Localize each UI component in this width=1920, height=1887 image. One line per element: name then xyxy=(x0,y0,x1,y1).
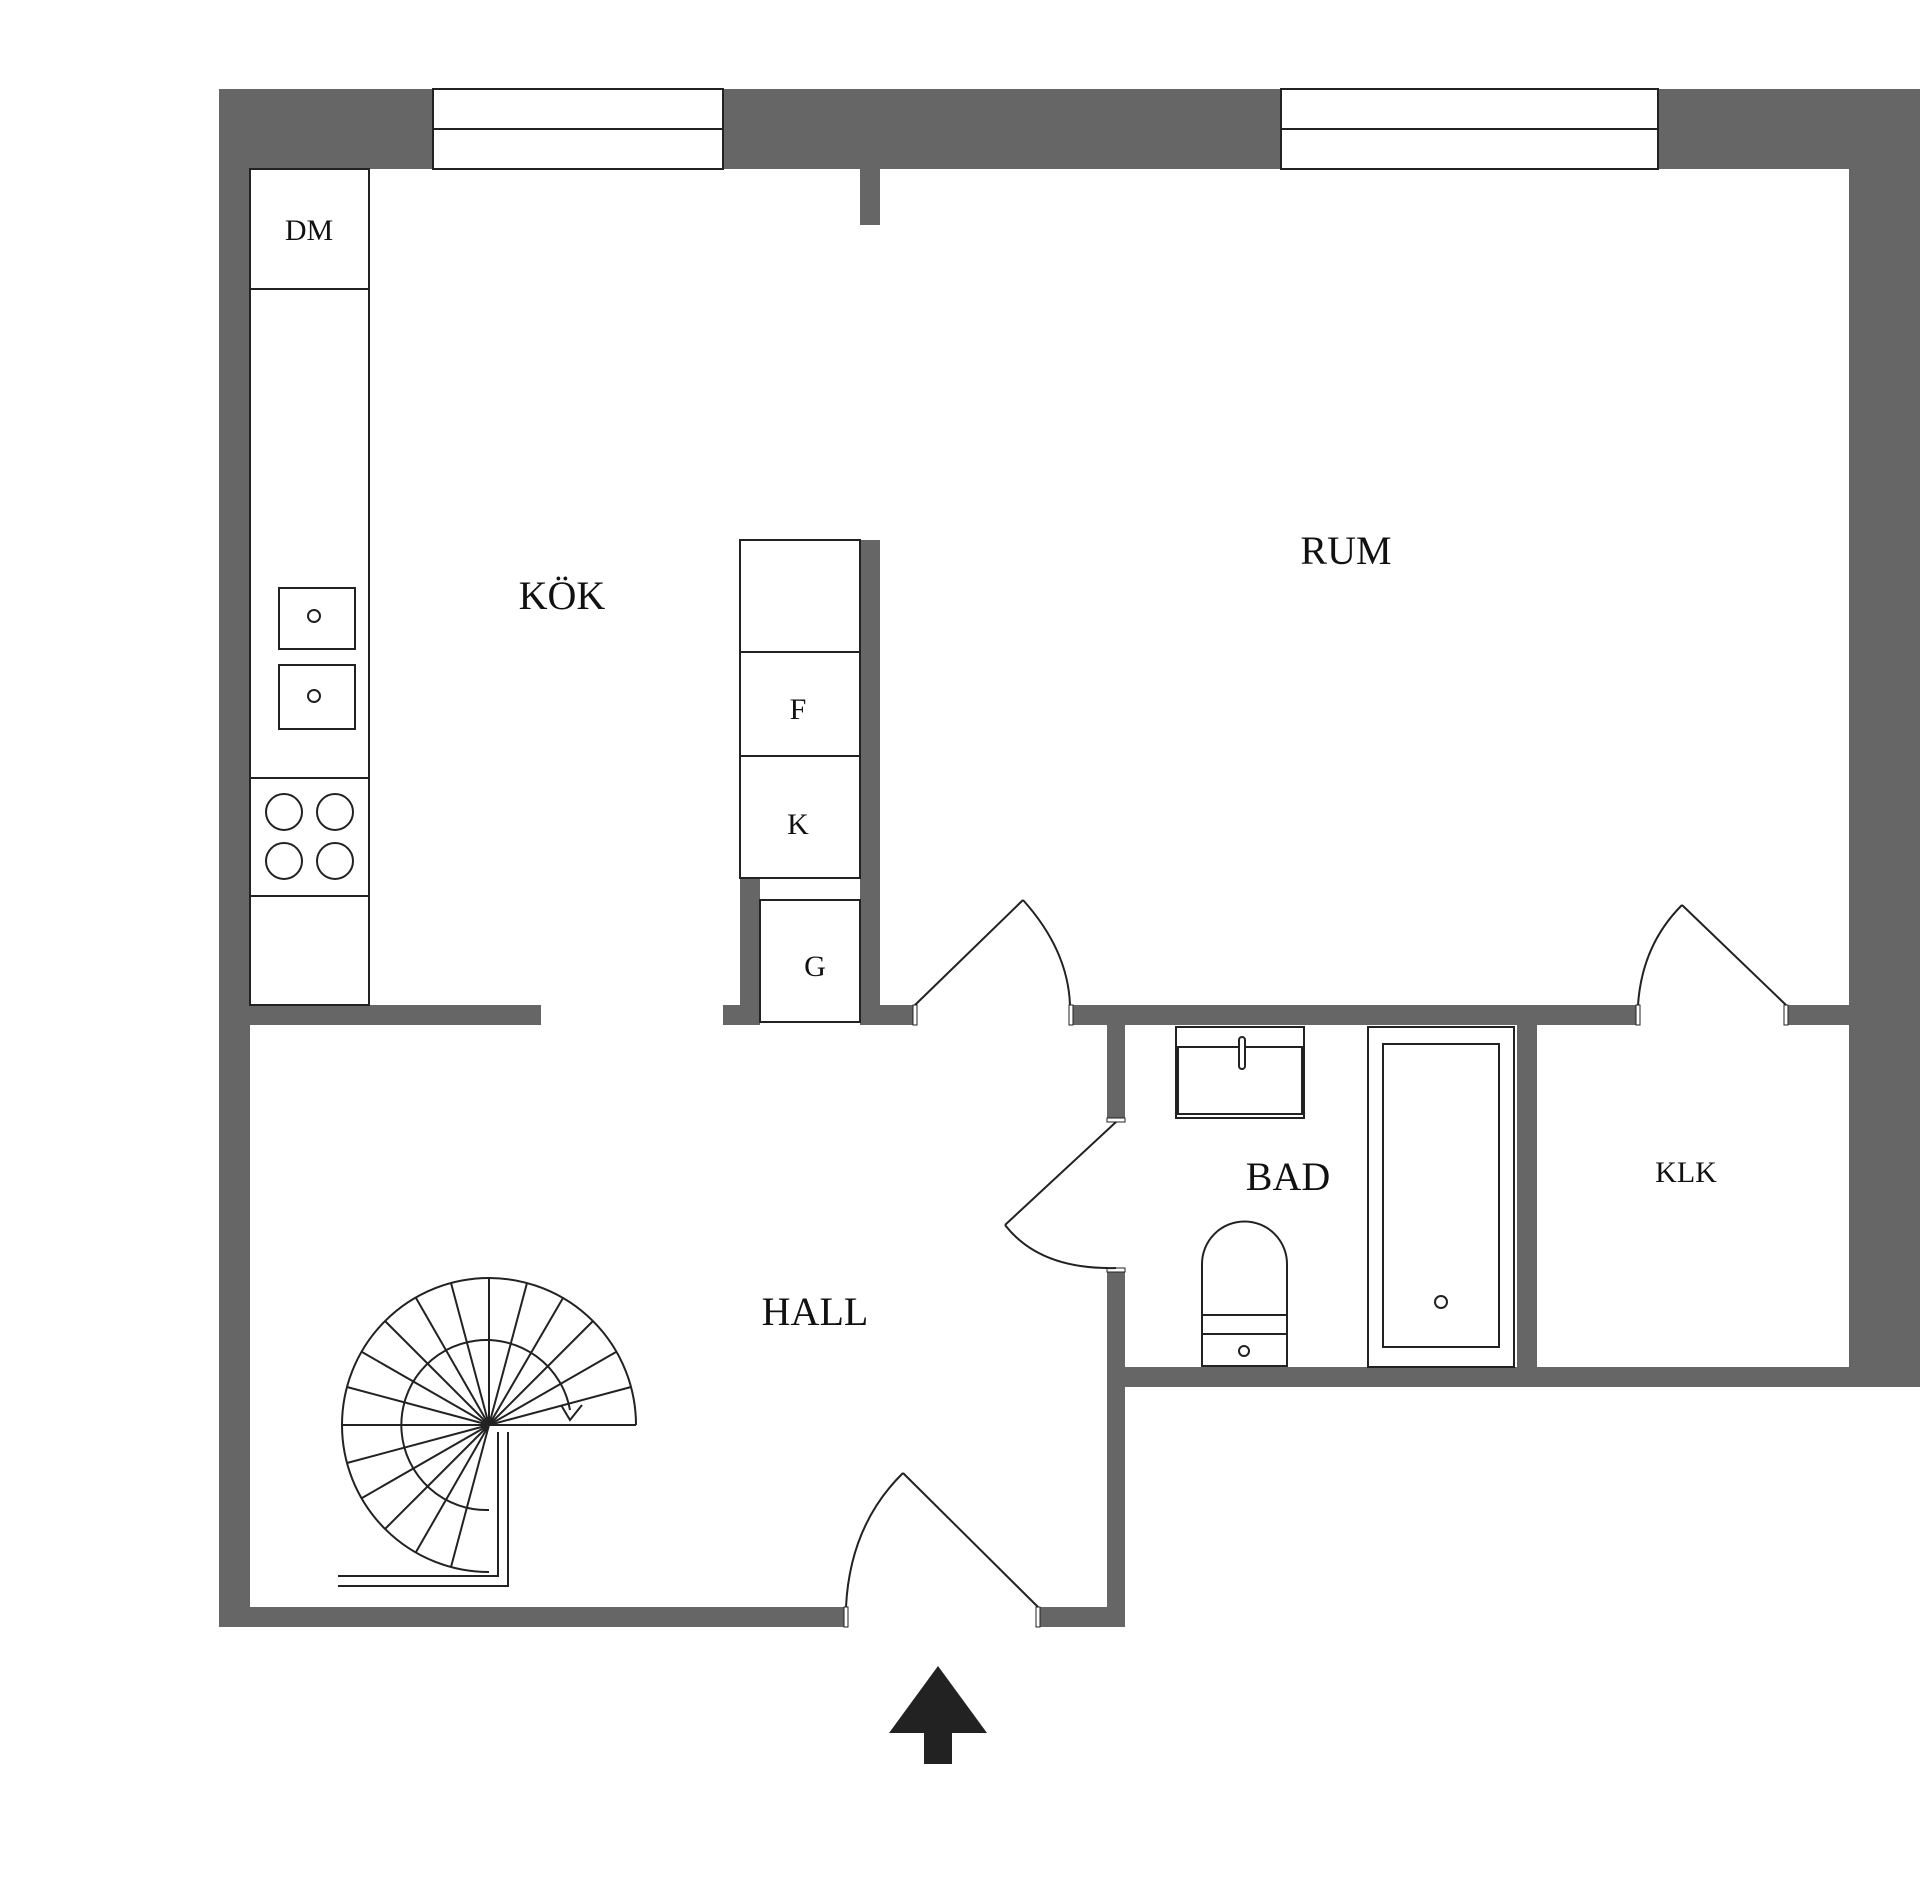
entrance-arrow-icon xyxy=(889,1666,987,1764)
wall-partition xyxy=(860,540,880,1025)
wall-left xyxy=(219,89,250,1627)
stove-icon xyxy=(265,793,354,880)
room-label-kitchen: KÖK xyxy=(519,573,606,618)
bathtub-icon xyxy=(1367,1026,1515,1368)
wall-closet-top xyxy=(1785,1005,1849,1025)
door-bathroom xyxy=(1004,1117,1126,1273)
wall-right-bottom xyxy=(1125,1367,1920,1387)
fridge-label: K xyxy=(787,808,809,841)
wall-hall-east-upper xyxy=(1107,1022,1125,1122)
g-unit-label: G xyxy=(804,950,826,983)
sink-icon xyxy=(278,587,356,730)
room-label-hall: HALL xyxy=(762,1289,869,1334)
appliance-column xyxy=(739,539,861,1023)
door-living-room xyxy=(912,899,1074,1026)
freezer-label: F xyxy=(790,693,807,726)
dishwasher-label: DM xyxy=(285,214,333,247)
door-entrance xyxy=(843,1472,1041,1628)
room-label-bath: BAD xyxy=(1246,1154,1330,1199)
wall-kitchen-hall-a xyxy=(219,1005,541,1025)
wall-partition-stub xyxy=(860,169,880,225)
sink-icon xyxy=(1175,1026,1305,1119)
spiral-staircase-icon xyxy=(338,1277,637,1587)
wall-hall-bottom-left xyxy=(219,1607,846,1627)
room-label-living: RUM xyxy=(1300,528,1391,573)
wall-hall-east-lower xyxy=(1107,1268,1125,1627)
wall-g-niche xyxy=(740,878,760,1025)
door-closet xyxy=(1635,904,1789,1026)
window-left xyxy=(432,88,724,170)
wall-bath-closet xyxy=(1517,1005,1537,1367)
room-label-closet: KLK xyxy=(1655,1156,1717,1189)
window-right xyxy=(1280,88,1659,170)
wall-bath-top xyxy=(1069,1005,1636,1025)
wall-right xyxy=(1849,89,1920,1387)
walls xyxy=(219,89,1920,1627)
toilet-icon xyxy=(1201,1220,1288,1367)
wall-hall-bottom-right xyxy=(1040,1607,1125,1627)
